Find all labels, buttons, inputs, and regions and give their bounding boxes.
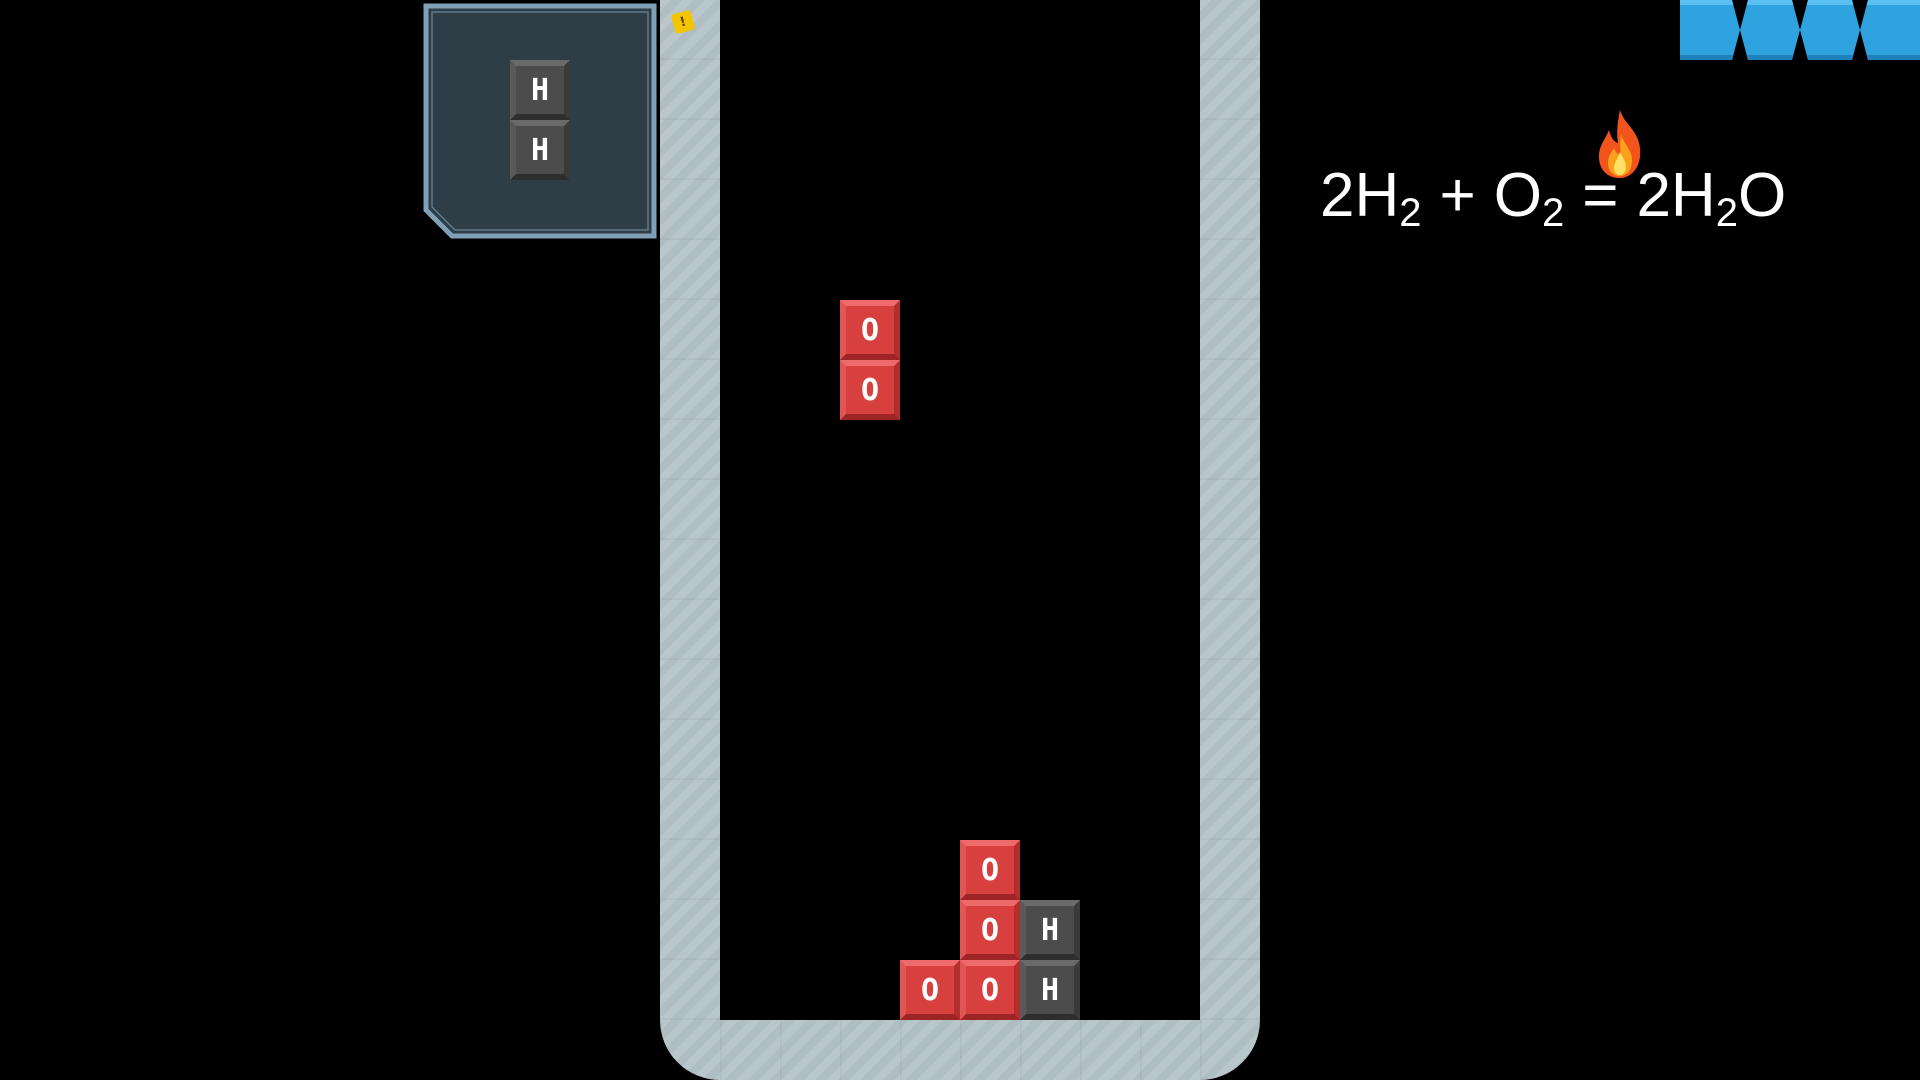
water-meter-cell <box>1740 0 1800 60</box>
eq-plus: + <box>1439 161 1476 230</box>
water-meter-cell <box>1860 0 1920 60</box>
next-tile-h: H <box>510 120 570 180</box>
next-tile-h: H <box>510 60 570 120</box>
eq-subscript: 2 <box>1399 191 1422 235</box>
eq-subscript: 2 <box>1541 191 1565 235</box>
well-floor <box>660 1020 1260 1080</box>
settled-tile-o: O <box>960 840 1020 900</box>
settled-tile-o: O <box>960 900 1020 960</box>
water-meter-cell <box>1680 0 1740 60</box>
settled-tile-h: H <box>1020 960 1080 1020</box>
settled-tile-o: O <box>900 960 960 1020</box>
eq-molecule: H <box>1354 161 1400 230</box>
water-meter-cell <box>1800 0 1860 60</box>
eq-subscript: 2 <box>1715 191 1738 235</box>
eq-molecule: H <box>1670 161 1716 230</box>
eq-coefficient: 2 <box>1320 161 1355 230</box>
flame-icon <box>1598 110 1641 178</box>
settled-tile-o: O <box>960 960 1020 1020</box>
falling-tile-o: O <box>840 360 900 420</box>
eq-coefficient: 2 <box>1636 161 1671 230</box>
settled-tile-h: H <box>1020 900 1080 960</box>
eq-molecule: O <box>1737 161 1787 230</box>
well-right-wall <box>1200 0 1260 1020</box>
eq-equals: = <box>1582 161 1619 230</box>
water-meter <box>1680 0 1920 60</box>
eq-molecule: O <box>1493 161 1542 230</box>
reaction-equation: 2H2+O2=2H2O <box>1320 160 1787 233</box>
falling-tile-o: O <box>840 300 900 360</box>
well-left-wall <box>660 0 720 1020</box>
